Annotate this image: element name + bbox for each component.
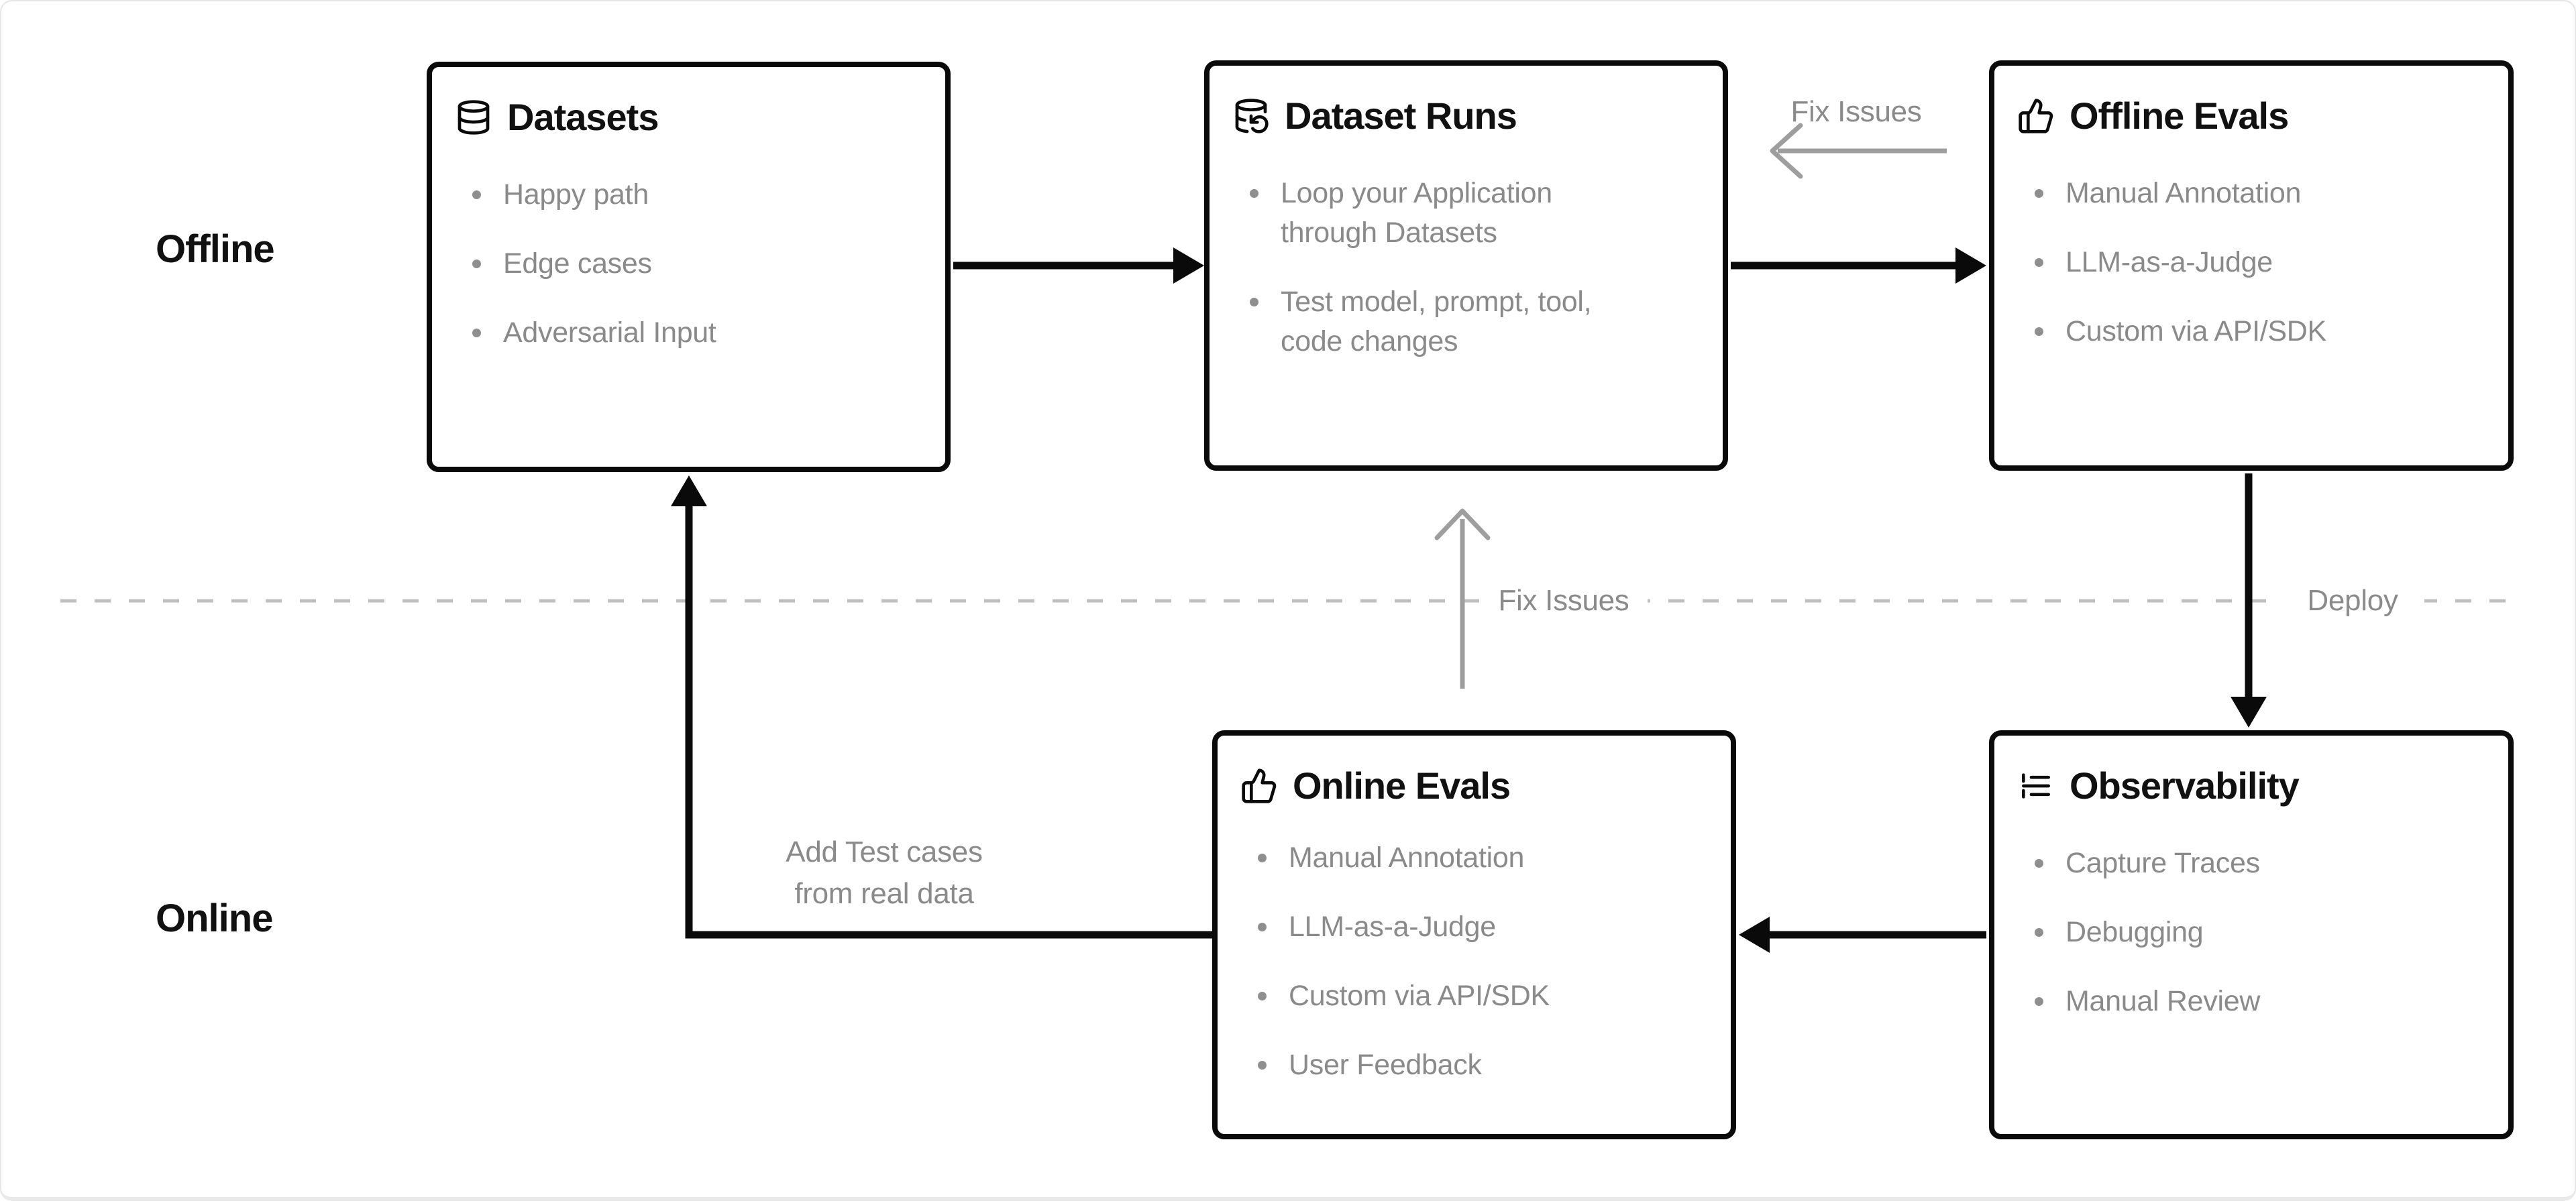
list-item: Adversarial Input xyxy=(462,313,837,353)
list-item: Debugging xyxy=(2024,913,2400,952)
row-label-offline: Offline xyxy=(156,227,275,271)
box-item-list: Manual Annotation LLM-as-a-Judge Custom … xyxy=(2024,174,2400,351)
fix-issues-top-label: Fix Issues xyxy=(1790,95,1922,128)
box-title: Datasets xyxy=(507,96,659,138)
list-item: Manual Review xyxy=(2024,982,2400,1021)
arrow-offline-evals-to-observability xyxy=(2231,473,2267,728)
box-title: Offline Evals xyxy=(2070,95,2289,137)
thumbs-up-icon xyxy=(1240,767,1278,805)
fix-issues-middle-label: Fix Issues xyxy=(1480,577,1648,625)
arrow-fix-issues-top xyxy=(1770,123,1947,179)
box-offline-evals: Offline Evals Manual Annotation LLM-as-a… xyxy=(1989,60,2514,471)
list-item: Custom via API/SDK xyxy=(2024,312,2400,351)
database-icon xyxy=(455,99,492,136)
list-item: Loop your Application through Datasets xyxy=(1239,174,1615,253)
box-item-list: Capture Traces Debugging Manual Review xyxy=(2024,844,2400,1021)
add-test-cases-line1: Add Test cases xyxy=(786,836,983,868)
add-test-cases-line2: from real data xyxy=(794,877,974,910)
list-item: Capture Traces xyxy=(2024,844,2400,883)
thumbs-up-icon xyxy=(2017,97,2055,135)
arrow-observability-to-online-evals xyxy=(1739,917,1986,953)
box-title: Observability xyxy=(2070,764,2300,807)
box-dataset-runs: Dataset Runs Loop your Application throu… xyxy=(1204,60,1728,471)
box-observability: Observability Capture Traces Debugging M… xyxy=(1989,730,2514,1139)
arrow-datasets-to-dataset-runs xyxy=(953,247,1204,284)
row-label-online: Online xyxy=(156,897,273,940)
trace-list-icon xyxy=(2017,767,2055,805)
list-item: User Feedback xyxy=(1247,1045,1623,1085)
box-item-list: Manual Annotation LLM-as-a-Judge Custom … xyxy=(1247,838,1623,1085)
box-datasets: Datasets Happy path Edge cases Adversari… xyxy=(427,62,951,472)
box-item-list: Happy path Edge cases Adversarial Input xyxy=(462,175,837,353)
deploy-label: Deploy xyxy=(2281,577,2424,625)
add-test-cases-label: Add Test cases from real data xyxy=(683,832,1085,915)
box-title: Dataset Runs xyxy=(1285,95,1517,137)
list-item: Edge cases xyxy=(462,244,837,284)
list-item: Happy path xyxy=(462,175,837,215)
box-item-list: Loop your Application through Datasets T… xyxy=(1239,174,1615,361)
list-item: LLM-as-a-Judge xyxy=(1247,907,1623,947)
list-item: Test model, prompt, tool, code changes xyxy=(1239,282,1615,361)
list-item: LLM-as-a-Judge xyxy=(2024,243,2400,282)
arrow-dataset-runs-to-offline-evals xyxy=(1731,247,1986,284)
list-item: Custom via API/SDK xyxy=(1247,976,1623,1016)
box-title: Online Evals xyxy=(1293,764,1511,807)
box-online-evals: Online Evals Manual Annotation LLM-as-a-… xyxy=(1212,730,1736,1139)
list-item: Manual Annotation xyxy=(2024,174,2400,213)
database-refresh-icon xyxy=(1232,97,1270,135)
list-item: Manual Annotation xyxy=(1247,838,1623,878)
